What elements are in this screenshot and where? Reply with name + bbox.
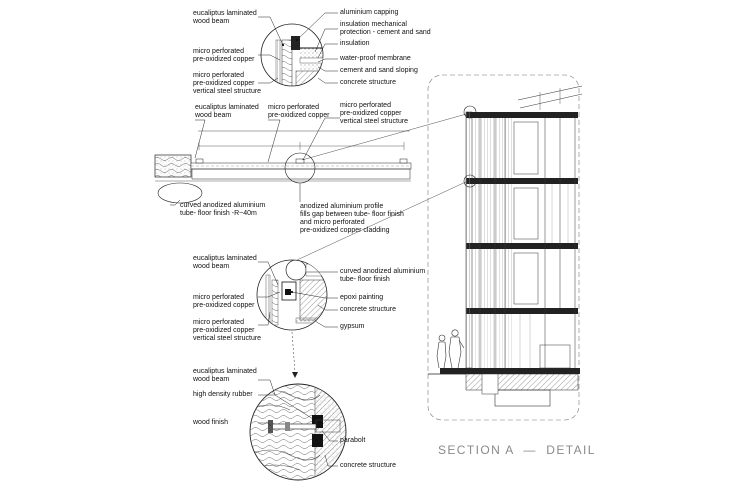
label-mid-concrete: concrete structure (340, 306, 397, 313)
label-bot-wood-finish: wood finish (193, 419, 229, 426)
interior-elements (479, 118, 576, 369)
label-bot-rubber: high density rubber (193, 391, 253, 398)
rubber-block-lower (312, 434, 323, 447)
label-mid-tube: curved anodized aluminium tube- floor fi… (340, 268, 426, 283)
reference-line-middle (296, 179, 471, 261)
section-title: SECTION A — DETAIL (438, 443, 596, 457)
plan-floor-tube (191, 168, 411, 180)
concrete-slab (295, 70, 323, 86)
copper-cladding (275, 39, 281, 86)
label-plan-copper: micro perforated pre-oxidized copper (268, 104, 330, 119)
label-top-membrane: water-proof membrane (340, 55, 411, 62)
plan-detail (154, 112, 471, 206)
building-section (427, 74, 583, 421)
label-top-insulation-protection: insulation mechanical protection - cemen… (340, 21, 431, 36)
label-mid-copper: micro perforated pre-oxidized copper (193, 294, 255, 309)
floor-tube-section (285, 260, 307, 281)
label-mid-copper-steel: micro perforated pre-oxidized copper ver… (193, 319, 262, 342)
label-top-capping: aluminium capping (340, 9, 399, 16)
label-mid-gypsum: gypsum (340, 323, 365, 330)
label-mid-beam: eucaliptus laminated wood beam (193, 255, 257, 270)
label-plan-profile: anodized aluminium profile fills gap bet… (300, 203, 404, 234)
section-callout-top (463, 105, 477, 119)
reference-line-top (301, 112, 471, 161)
label-bot-concrete: concrete structure (340, 462, 397, 469)
cement-sand-layer (300, 48, 323, 58)
label-top-sloping: cement and sand sloping (340, 67, 418, 74)
parabolt-rod (271, 423, 317, 430)
label-top-copper-steel: micro perforated pre-oxidized copper ver… (193, 72, 262, 95)
section-callout-middle (463, 174, 477, 188)
facade-cladding (465, 111, 473, 369)
aluminium-capping (291, 36, 300, 50)
label-bot-parabolt: parabolt (340, 437, 366, 444)
label-top-concrete: concrete structure (340, 79, 397, 86)
rubber-block-upper (312, 415, 323, 428)
human-figures (436, 329, 465, 369)
label-plan-tube: curved anodized aluminium tube- floor fi… (180, 202, 266, 217)
label-mid-epoxi: epoxi painting (340, 294, 384, 301)
label-plan-copper-steel: micro perforated pre-oxidized copper ver… (340, 102, 409, 125)
label-bot-beam: eucaliptus laminated wood beam (193, 368, 257, 383)
detail-top (258, 12, 338, 87)
label-top-beam: eucaliptus laminated wood beam (193, 10, 257, 25)
bottom-wood-beam (250, 384, 315, 480)
floor-slabs (440, 112, 580, 374)
wood-beam-section (281, 39, 293, 86)
foundation (494, 389, 551, 407)
detail-bottom (249, 379, 347, 481)
section-frame (427, 74, 580, 421)
label-top-copper: micro perforated pre-oxidized copper (193, 48, 255, 63)
label-top-insulation: insulation (340, 40, 370, 47)
label-plan-beam: eucaliptus laminated wood beam (195, 104, 259, 119)
middle-concrete (299, 279, 327, 321)
